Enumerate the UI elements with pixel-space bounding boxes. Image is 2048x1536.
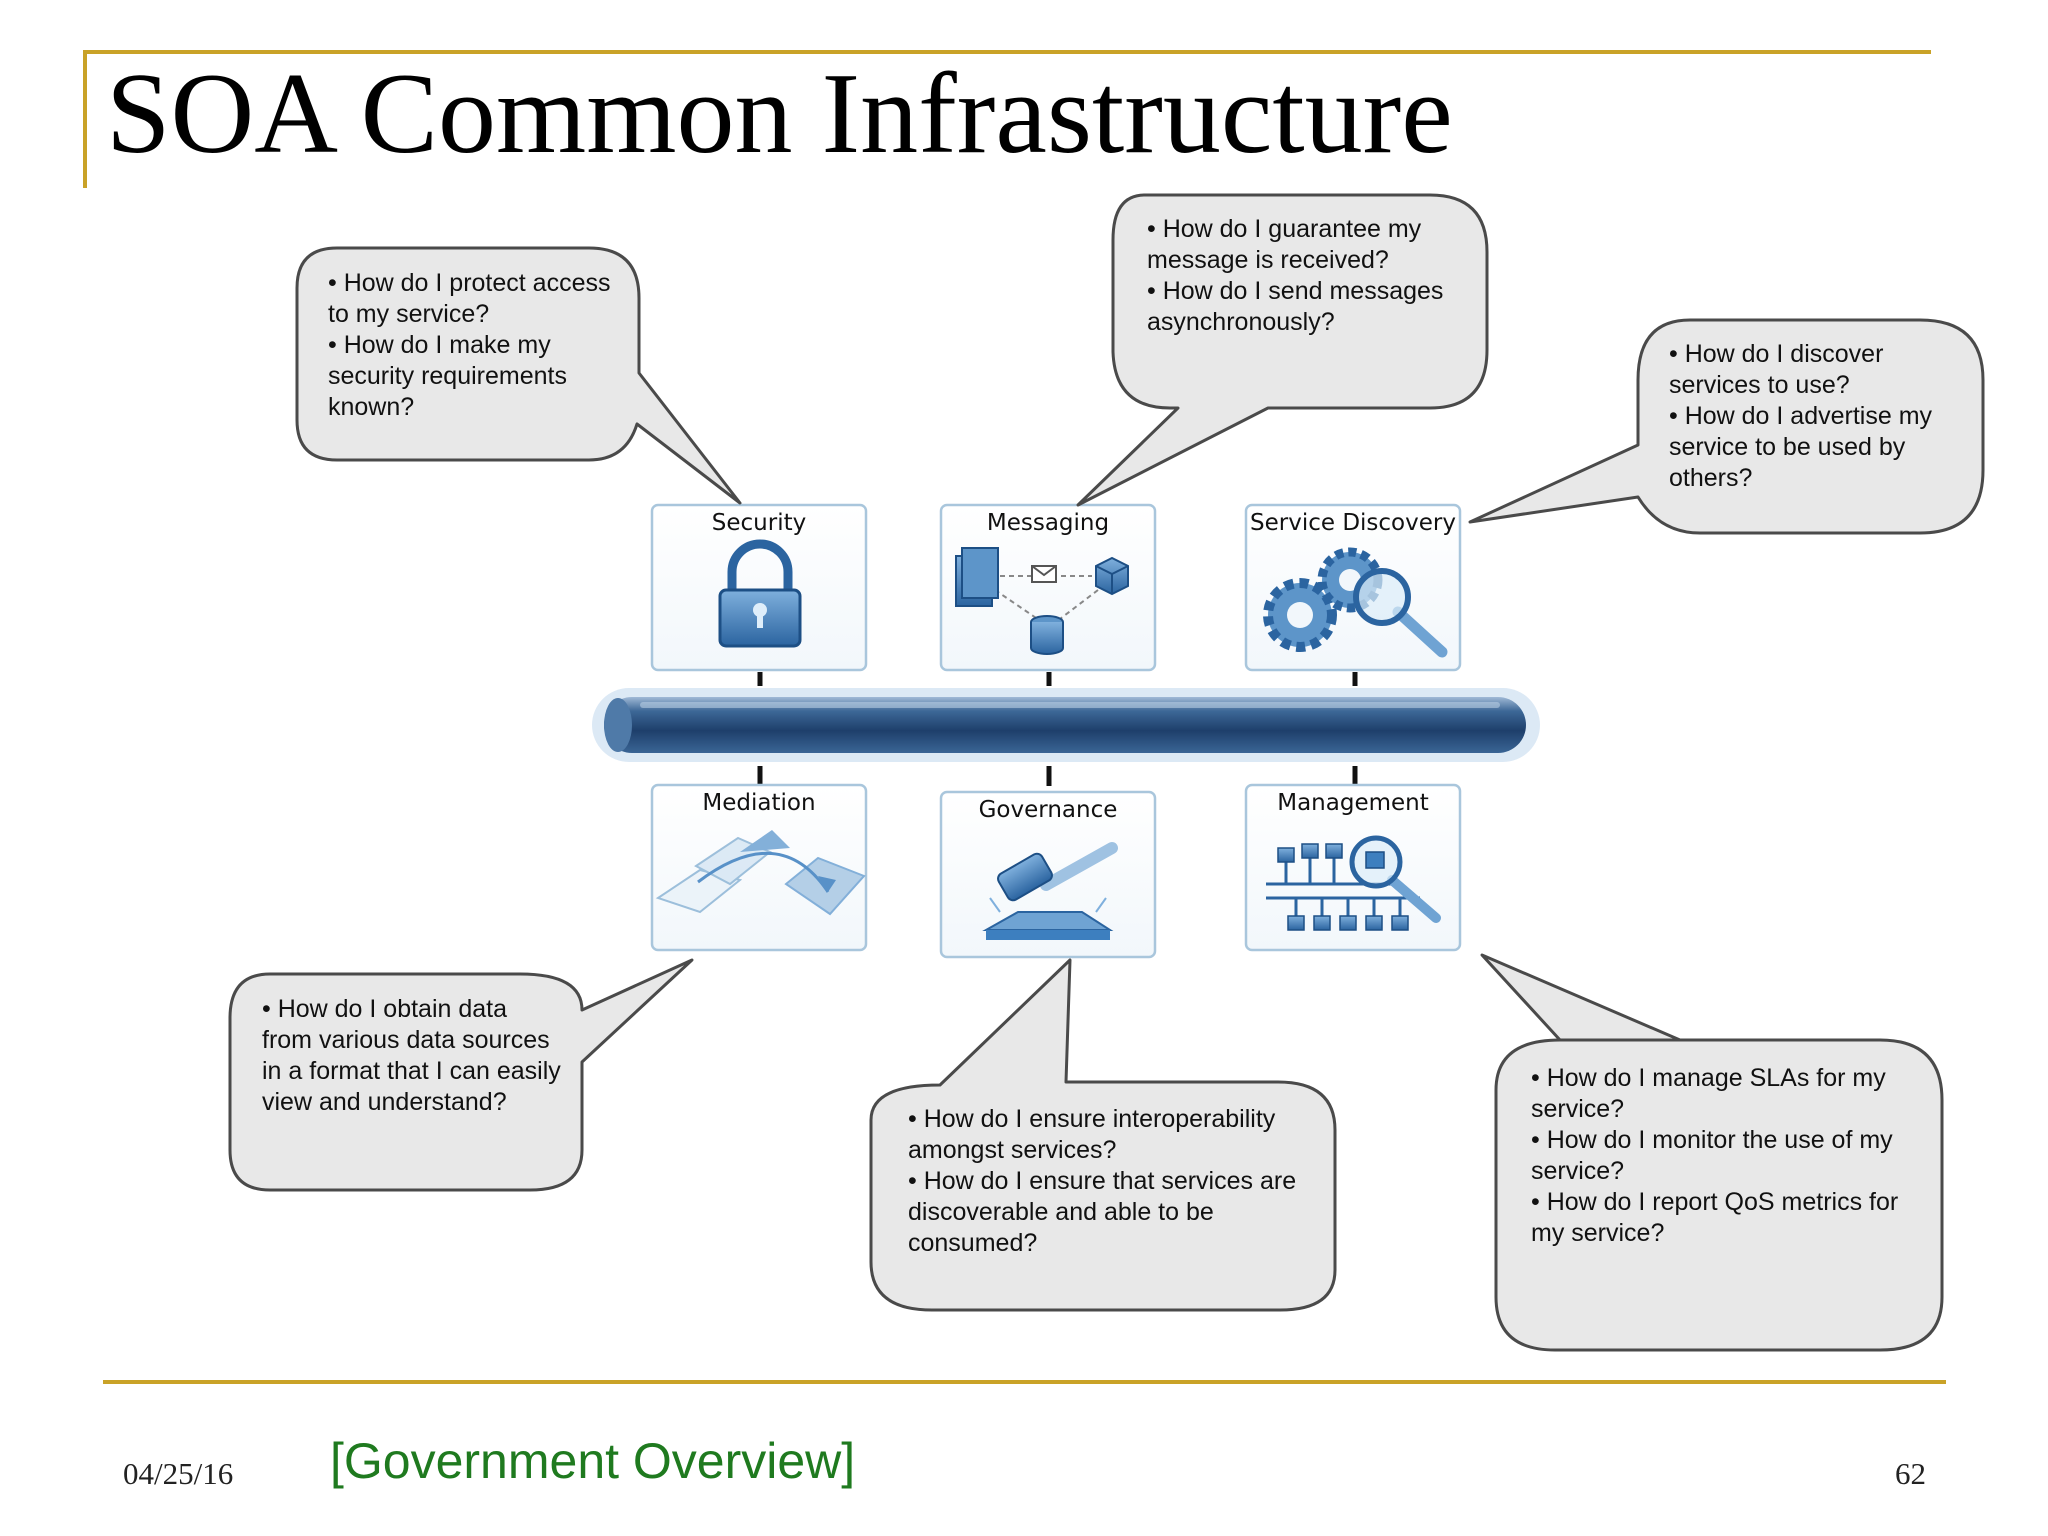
messaging-bubble-text: • How do I guarantee my message is recei… bbox=[1147, 214, 1462, 338]
slide-title: SOA Common Infrastructure bbox=[106, 50, 1453, 178]
footer-date: 04/25/16 bbox=[123, 1456, 234, 1491]
security-question-1: • How do I protect access to my service? bbox=[328, 269, 611, 328]
gears-magnifier-icon bbox=[1263, 547, 1448, 658]
messaging-label: Messaging bbox=[986, 510, 1110, 536]
messaging-question-1: • How do I guarantee my message is recei… bbox=[1147, 215, 1422, 274]
bus-connectors bbox=[757, 672, 1358, 786]
footer-section-title: [Government Overview] bbox=[330, 1433, 856, 1489]
management-label: Management bbox=[1277, 790, 1429, 816]
security-label: Security bbox=[711, 510, 807, 536]
mediation-bubble bbox=[228, 958, 694, 1192]
management-question-3: • How do I report QoS metrics for my ser… bbox=[1531, 1188, 1899, 1247]
network-magnifier-icon bbox=[1266, 835, 1441, 931]
messaging-question-2: • How do I send messages asynchronously? bbox=[1147, 277, 1444, 336]
governance-bubble-text: • How do I ensure interoperability among… bbox=[908, 1104, 1308, 1259]
security-bubble-text: • How do I protect access to my service?… bbox=[328, 268, 618, 423]
discovery-bubble bbox=[1468, 318, 1985, 535]
discovery-bubble-text: • How do I discover services to use? • H… bbox=[1669, 339, 1959, 494]
governance-bubble bbox=[869, 958, 1337, 1312]
page-number: 62 bbox=[1895, 1456, 1926, 1491]
messaging-box bbox=[939, 503, 1157, 672]
governance-question-1: • How do I ensure interoperability among… bbox=[908, 1105, 1276, 1164]
management-bubble bbox=[1480, 953, 1944, 1352]
service-bus bbox=[592, 688, 1540, 762]
management-question-2: • How do I monitor the use of my service… bbox=[1531, 1126, 1893, 1185]
padlock-icon bbox=[718, 539, 802, 648]
governance-label: Governance bbox=[978, 797, 1118, 823]
discovery-question-2: • How do I advertise my service to be us… bbox=[1669, 402, 1933, 492]
title-rule-top bbox=[83, 50, 1931, 54]
footer-rule bbox=[103, 1380, 1946, 1384]
governance-question-2: • How do I ensure that services are disc… bbox=[908, 1167, 1297, 1257]
messaging-bubble bbox=[1076, 193, 1489, 507]
security-box bbox=[650, 503, 868, 672]
speech-bubbles bbox=[228, 193, 1985, 1352]
discovery-question-1: • How do I discover services to use? bbox=[1669, 340, 1884, 399]
management-question-1: • How do I manage SLAs for my service? bbox=[1531, 1064, 1886, 1123]
transform-arrow-icon bbox=[655, 830, 866, 916]
mediation-question-1: • How do I obtain data from various data… bbox=[262, 995, 561, 1116]
gavel-icon bbox=[982, 842, 1118, 940]
mediation-bubble-text: • How do I obtain data from various data… bbox=[262, 994, 562, 1118]
security-question-2: • How do I make my security requirements… bbox=[328, 331, 567, 421]
security-bubble bbox=[295, 246, 742, 505]
servers-envelope-icon bbox=[955, 547, 1129, 655]
title-rule-left bbox=[83, 50, 87, 188]
mediation-label: Mediation bbox=[702, 790, 816, 816]
management-bubble-text: • How do I manage SLAs for my service? •… bbox=[1531, 1063, 1921, 1249]
service-discovery-label: Service Discovery bbox=[1250, 510, 1456, 536]
